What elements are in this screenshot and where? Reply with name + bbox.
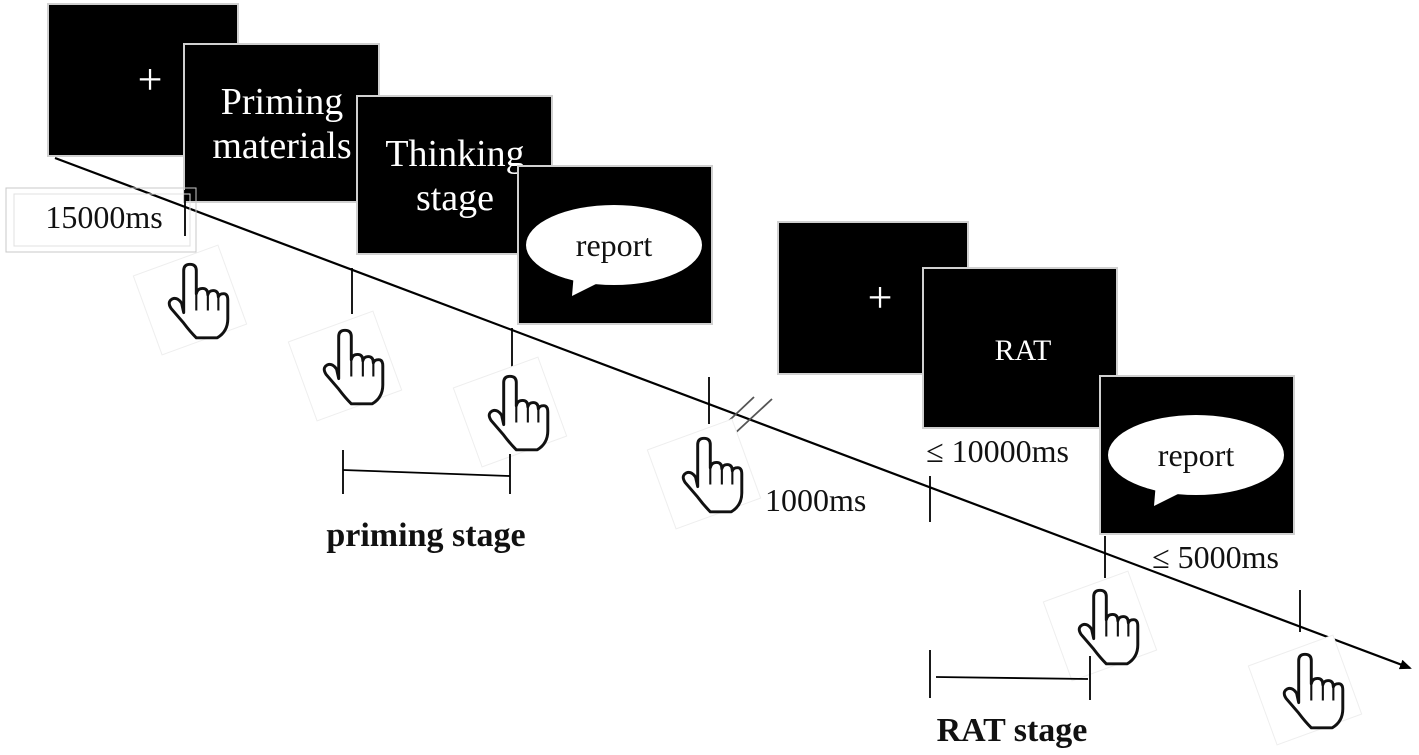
hand-pointer-icon [646, 418, 762, 530]
label-box [5, 187, 197, 253]
rat-screen: RAT [922, 267, 1118, 429]
priming-materials-line2: materials [212, 125, 351, 167]
duration-5000: ≤ 5000ms [1152, 539, 1279, 575]
fixation-cross: + [868, 273, 893, 322]
speech-bubble-icon: report [1158, 437, 1235, 473]
thinking-stage-line2: stage [416, 177, 494, 219]
fixation-cross: + [138, 55, 163, 104]
speech-bubble-icon: report [576, 227, 653, 263]
rat-stage-label: RAT stage [937, 712, 1088, 749]
duration-1000: 1000ms [765, 482, 866, 518]
duration-15000: 15000ms [45, 199, 162, 235]
timeline-arrow [54, 156, 1412, 670]
rat-stage-bracket [929, 650, 1091, 700]
hand-pointer-icon [1042, 570, 1158, 682]
priming-stage-label: priming stage [326, 517, 525, 554]
thinking-stage-line1: Thinking [385, 133, 524, 175]
rat-label: RAT [995, 334, 1052, 367]
priming-materials-screen: Priming materials [183, 43, 380, 203]
hand-pointer-icon [452, 356, 568, 468]
report-screen-2: report [1099, 375, 1295, 535]
hand-pointer-icon [1247, 634, 1363, 746]
priming-materials-line1: Priming [221, 81, 343, 123]
duration-10000: ≤ 10000ms [926, 433, 1069, 469]
hand-pointer-icon [132, 244, 248, 356]
report-screen-1: report [517, 165, 713, 325]
hand-pointer-icon [287, 310, 403, 422]
timeline-ticks [184, 190, 1301, 632]
priming-stage-bracket [342, 450, 511, 494]
